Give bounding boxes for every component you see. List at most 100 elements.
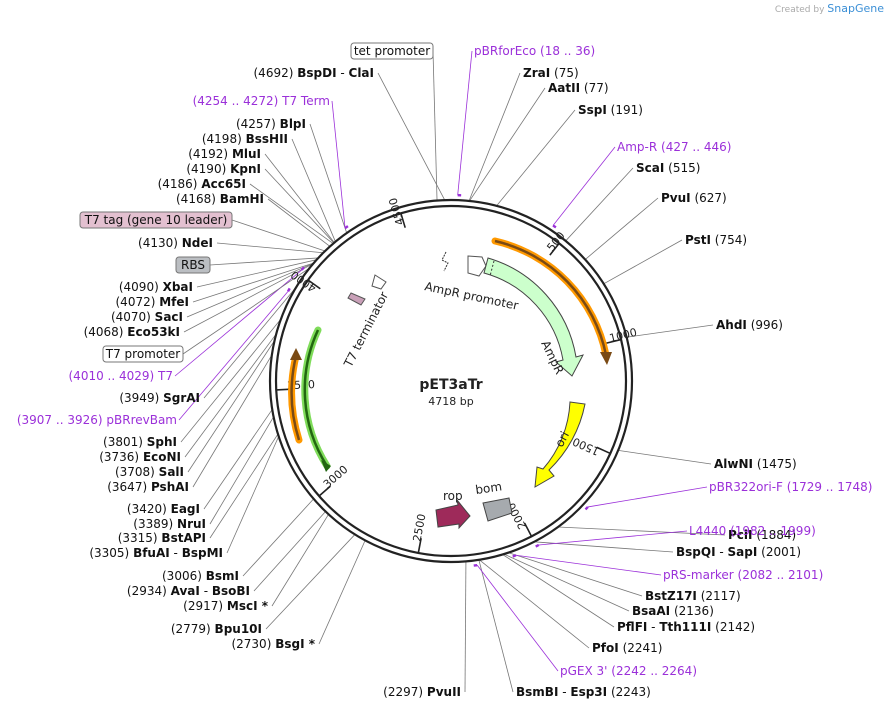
enzyme-label: (4068) Eco53kI [84, 325, 180, 339]
enzyme-position: (4068) [84, 325, 124, 339]
enzyme-mark: * [258, 599, 269, 613]
enzyme-label: PfoI (2241) [592, 641, 662, 655]
connector-line [502, 554, 615, 628]
enzyme-position: (3801) [103, 435, 143, 449]
enzyme-label: (3389) NruI [133, 517, 206, 531]
tick-mark [606, 338, 622, 344]
primer-label: (4254 .. 4272) T7 Term [193, 94, 330, 108]
enzyme-position: (3389) [133, 517, 173, 531]
primer-label: (3907 .. 3926) pBRrevBam [17, 413, 177, 427]
primer-mark [344, 225, 349, 230]
primer-name: L4440 [689, 524, 726, 538]
primer-name: pBRrevBam [106, 413, 177, 427]
enzyme-name: BspDI [297, 66, 336, 80]
enzyme-label: PciI (1884) [728, 528, 796, 542]
enzyme-position: (4090) [119, 280, 159, 294]
enzyme-position: (2001) [761, 545, 801, 559]
enzyme-label: (3801) SphI [103, 435, 177, 449]
feature-box [350, 42, 434, 60]
enzyme-position: (4070) [111, 310, 151, 324]
connector-line [180, 318, 282, 443]
t7-terminator-mark [347, 292, 366, 306]
primer-mark [512, 554, 517, 558]
enzyme-label: (3006) BsmI [162, 569, 239, 583]
feature-box-label: tet promoter [354, 44, 430, 58]
tick-label: 2500 [411, 513, 429, 543]
enzyme-position: (515) [668, 161, 700, 175]
connector-line [209, 416, 274, 525]
connector-line [182, 267, 310, 355]
enzyme-label: PstI (754) [685, 233, 747, 247]
enzyme-position: (2730) [231, 637, 271, 651]
tick-mark [523, 522, 533, 537]
enzyme-name: BspQI [676, 545, 716, 559]
enzyme-label: (2779) Bpu10I [171, 622, 262, 636]
enzyme-name: PflFI [617, 620, 647, 634]
enzyme-name: MscI [227, 599, 258, 613]
enzyme-position: (3006) [162, 569, 202, 583]
enzyme-name: SphI [147, 435, 177, 449]
primer-label: pRS-marker (2082 .. 2101) [663, 568, 823, 582]
connector-line [464, 561, 467, 693]
enzyme-position: (4072) [116, 295, 156, 309]
primer-range: (18 .. 36) [540, 44, 595, 58]
primer-label: (4010 .. 4029) T7 [69, 369, 174, 383]
enzyme-position: (2136) [674, 604, 714, 618]
enzyme-label: (4090) XbaI [119, 280, 193, 294]
enzyme-label: (2934) AvaI - BsoBI [127, 584, 250, 598]
connector-line [178, 291, 289, 421]
connector-line [503, 553, 630, 612]
enzyme-label: (4692) BspDI - ClaI [254, 66, 375, 80]
enzyme-name: KpnI [230, 162, 261, 176]
enzyme-name: EcoNI [143, 450, 181, 464]
ampr-cds [483, 257, 584, 377]
enzyme-position: (4692) [254, 66, 294, 80]
enzyme-name: AvaI [171, 584, 200, 598]
primer-name: Amp-R [617, 140, 657, 154]
primer-name: T7 [157, 369, 173, 383]
enzyme-name: PvuI [661, 191, 691, 205]
connector-line [249, 183, 334, 244]
connector-line [377, 72, 446, 201]
connector-line [291, 138, 336, 242]
enzyme-position: (77) [584, 81, 609, 95]
enzyme-name: NdeI [182, 236, 213, 250]
primer-label: L4440 (1982 .. 1999) [689, 524, 816, 538]
connector-line [264, 168, 335, 244]
enzyme-label: (2917) MscI * [183, 599, 269, 613]
feature-label-ori: ori [552, 429, 572, 449]
connector-line [216, 242, 324, 254]
backbone-inner [274, 204, 628, 558]
enzyme-label: (3949) SgrAI [119, 391, 200, 405]
feature-box-label: RBS [181, 258, 205, 272]
enzyme-position: (2779) [171, 622, 211, 636]
enzyme-name: BssHII [246, 132, 288, 146]
enzyme-label: (4130) NdeI [138, 236, 213, 250]
enzyme-position: (3420) [127, 502, 167, 516]
connector-line [515, 554, 662, 576]
enzyme-position: (75) [554, 66, 579, 80]
enzyme-name: AhdI [716, 318, 747, 332]
enzyme-position: (4192) [188, 147, 228, 161]
enzyme-position: (1475) [757, 457, 797, 471]
tick-label: 500 [544, 229, 567, 254]
connector-line [432, 50, 438, 201]
connector-line [187, 340, 275, 473]
connector-line [557, 526, 726, 536]
enzyme-label: (3736) EcoNI [99, 450, 181, 464]
enzyme-position: (4168) [176, 192, 216, 206]
feature-box [102, 345, 184, 363]
enzyme-name: SgrAI [163, 391, 200, 405]
connector-line [226, 436, 280, 554]
enzyme-label: (4190) KpnI [186, 162, 261, 176]
connector-line [318, 540, 366, 645]
enzyme-name: AatII [548, 81, 580, 95]
enzyme-label: SspI (191) [578, 103, 643, 117]
enzyme-name: BsmBI [516, 685, 558, 699]
enzyme-position: (2243) [611, 685, 651, 699]
enzyme-position: (2142) [715, 620, 755, 634]
enzyme-name: NruI [177, 517, 206, 531]
plasmid-name: pET3aTr [419, 377, 482, 393]
tick-mark [400, 213, 406, 228]
tick-mark [417, 538, 422, 554]
